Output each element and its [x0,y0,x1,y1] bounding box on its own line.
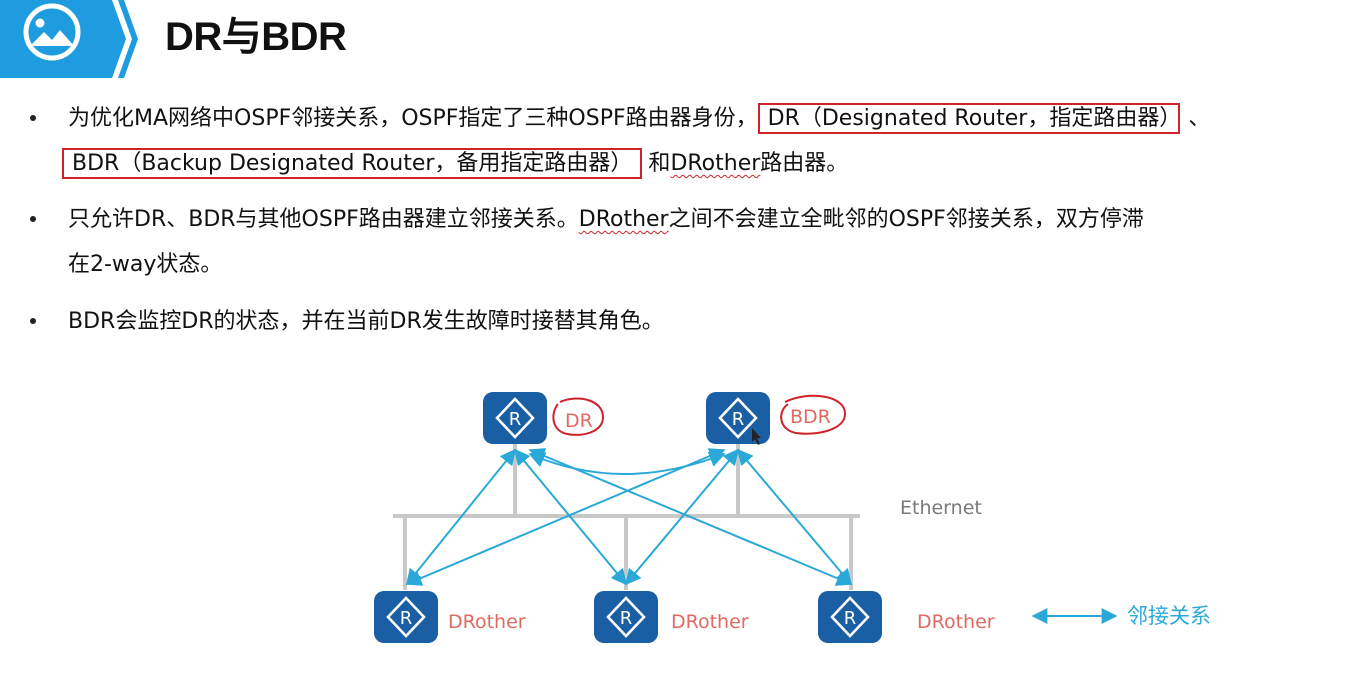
mouse-cursor-icon [752,428,761,445]
bullet-1-intro: 为优化MA网络中OSPF邻接关系，OSPF指定了三种OSPF路由器身份， [68,106,758,131]
bullet-2-drother: DRother [578,207,669,232]
dr-label: DR [565,410,593,432]
router-dr-icon [483,392,547,444]
title-badge [0,0,138,78]
drother-2-label: DRother [671,611,749,633]
bullet-dot [30,115,36,121]
dr-annotation-circle [552,397,605,436]
bullet-1-line-2: BDR（Backup Designated Router，备用指定路由器）和DR… [62,141,848,186]
bullet-2-rest: 之间不会建立全毗邻的OSPF邻接关系，双方停滞 [668,207,1144,232]
router-drother-1-icon [374,591,438,643]
ethernet-label: Ethernet [900,497,982,519]
router-drother-3-icon [818,591,882,643]
adjacency-arrows [405,448,853,586]
bullet-1-and: 和 [648,151,671,176]
bdr-label: BDR [790,406,831,428]
page-title: DR与BDR [165,15,347,59]
drother-3-label: DRother [917,611,995,633]
image-icon [23,3,81,61]
bullet-2-line-1: 只允许DR、BDR与其他OSPF路由器建立邻接关系。DRother之间不会建立全… [68,197,1144,242]
bullet-1-line-1: 为优化MA网络中OSPF邻接关系，OSPF指定了三种OSPF路由器身份，DR（D… [68,96,1210,141]
ethernet-bus [393,444,860,590]
bullet-dot [30,318,36,324]
bullet-1-drother: DRother [670,151,761,176]
adjacency-dr-bdr [528,451,726,475]
bullet-3-text: BDR会监控DR的状态，并在当前DR发生故障时接替其角色。 [68,309,664,334]
bdr-highlight-box: BDR（Backup Designated Router，备用指定路由器） [62,148,643,179]
legend: 邻接关系 [1031,604,1211,628]
legend-label: 邻接关系 [1127,604,1211,628]
bullet-2-line-2: 在2-way状态。 [68,252,223,277]
bdr-annotation-circle [780,394,847,435]
bullet-dot [30,216,36,222]
bullet-1-end: 路由器。 [760,151,849,176]
router-bdr-icon [706,392,770,444]
adjacency-bdr-drother-3 [736,448,853,586]
router-drother-2-icon [594,591,658,643]
bullet-2-start: 只允许DR、BDR与其他OSPF路由器建立邻接关系。 [68,207,579,232]
dr-highlight-box: DR（Designated Router，指定路由器） [757,103,1181,134]
drother-1-label: DRother [448,611,526,633]
bullet-1-separator: 、 [1188,106,1211,131]
adjacency-bdr-drother-2 [624,448,740,586]
